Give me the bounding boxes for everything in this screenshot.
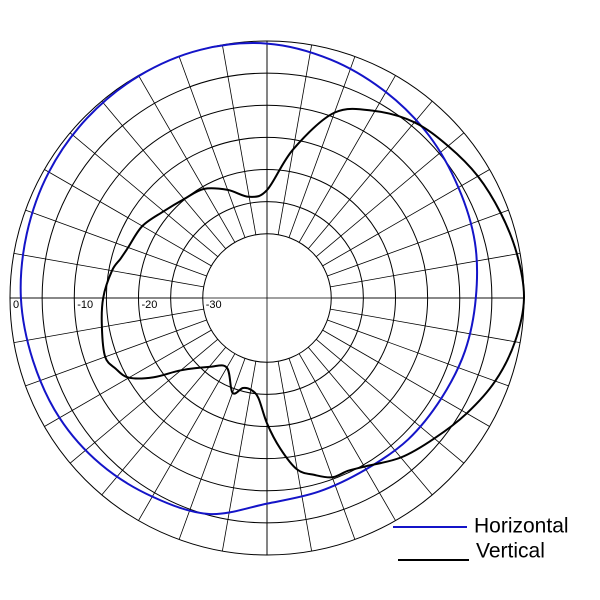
polar-grid [9,40,525,556]
angle-spoke [13,308,204,344]
angle-spoke [13,252,204,288]
angle-spoke [322,329,490,427]
angle-spoke [330,308,521,344]
angle-spoke [327,319,509,387]
radial-tick-label: -30 [206,299,222,311]
angle-spoke [178,56,246,238]
angle-spoke [25,319,207,387]
angle-spoke [44,169,212,267]
legend-label-horizontal: Horizontal [474,515,569,538]
series-vertical-trace [100,107,526,479]
angle-spoke [307,346,433,496]
angle-spoke [277,44,313,235]
angle-spoke [221,44,257,235]
series-horizontal-trace [19,42,479,516]
angle-spoke [25,209,207,277]
angle-spoke [298,353,396,521]
angle-spoke [69,132,219,258]
angle-spoke [69,338,219,464]
legend-label-vertical: Vertical [476,540,545,563]
angle-spoke [298,75,396,243]
angle-spoke [307,100,433,250]
angle-spoke [101,100,227,250]
angle-spoke [138,75,236,243]
legend: Horizontal Vertical [393,515,569,563]
angle-spoke [138,353,236,521]
radial-tick-label: -20 [142,299,158,311]
angle-spoke [288,56,356,238]
radial-tick-label: 0 [13,299,19,311]
angle-spoke [277,361,313,552]
angle-spoke [322,169,490,267]
angle-spoke [221,361,257,552]
angle-spoke [327,209,509,277]
series-traces [19,42,526,516]
angle-spoke [315,132,465,258]
angle-spoke [288,358,356,540]
angle-spoke [330,252,521,288]
radial-tick-labels: 0 -10 -20 -30 [13,299,222,311]
radial-tick-label: -10 [77,299,93,311]
angle-spoke [101,346,227,496]
angle-spoke [178,358,246,540]
angle-spoke [315,338,465,464]
